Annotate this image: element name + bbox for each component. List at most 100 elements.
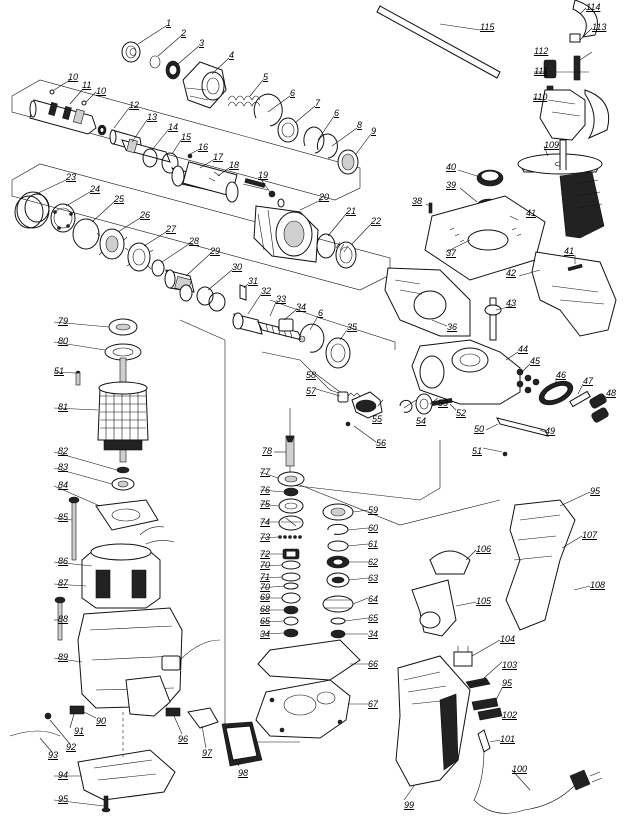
part-label: 97 xyxy=(202,748,213,758)
part-label: 95 xyxy=(590,486,601,496)
part-label: 38 xyxy=(412,196,423,206)
part-label: 45 xyxy=(530,356,541,366)
part-label: 101 xyxy=(500,734,516,744)
part-label: 107 xyxy=(582,530,598,540)
part-label: 99 xyxy=(404,800,415,810)
part-label: 10 xyxy=(96,86,107,96)
part-label: 91 xyxy=(74,726,85,736)
part-label: 59 xyxy=(368,505,379,515)
part-label: 96 xyxy=(178,734,189,744)
part-label: 35 xyxy=(347,322,358,332)
part-label: 61 xyxy=(368,539,379,549)
part-label: 29 xyxy=(210,246,221,256)
gear-housing-parts xyxy=(384,169,617,457)
part-label: 52 xyxy=(456,408,467,418)
part-label: 69 xyxy=(260,592,271,602)
part-label: 41 xyxy=(564,246,575,256)
part-label: 89 xyxy=(58,652,69,662)
part-label: 6 xyxy=(318,308,324,318)
part-label: 39 xyxy=(446,180,457,190)
part-label: 48 xyxy=(606,388,617,398)
part-label: 77 xyxy=(260,467,271,477)
part-label: 108 xyxy=(590,580,606,590)
part-label: 67 xyxy=(368,699,379,709)
part-label: 17 xyxy=(213,152,224,162)
part-label: 86 xyxy=(58,556,69,566)
part-label: 64 xyxy=(368,594,379,604)
part-label: 13 xyxy=(147,112,158,122)
part-label: 79 xyxy=(58,316,69,326)
part-label: 47 xyxy=(583,376,594,386)
part-label: 60 xyxy=(368,523,379,533)
part-label: 65 xyxy=(260,616,271,626)
row-3-parts xyxy=(14,191,351,369)
part-label: 6 xyxy=(290,88,296,98)
part-label: 21 xyxy=(346,206,357,216)
part-label: 58 xyxy=(306,370,317,380)
part-label: 90 xyxy=(96,716,107,726)
part-label: 57 xyxy=(306,386,317,396)
part-label: 93 xyxy=(48,750,59,760)
part-label: 18 xyxy=(229,160,240,170)
part-label: 115 xyxy=(480,22,495,32)
part-label: 105 xyxy=(476,596,492,606)
part-label: 46 xyxy=(556,370,567,380)
part-label: 109 xyxy=(544,140,560,150)
part-label: 54 xyxy=(416,416,427,426)
part-label: 68 xyxy=(260,604,271,614)
part-label: 50 xyxy=(474,424,485,434)
part-label: 36 xyxy=(447,322,458,332)
part-label: 26 xyxy=(140,210,151,220)
part-label: 1 xyxy=(166,18,172,28)
part-label: 28 xyxy=(189,236,200,246)
part-label: 24 xyxy=(90,184,101,194)
part-label: 51 xyxy=(54,366,65,376)
gear-stack-parts xyxy=(277,435,354,639)
gear-cover-parts xyxy=(255,639,361,739)
part-label: 33 xyxy=(276,294,287,304)
part-label: 32 xyxy=(261,286,272,296)
part-label: 27 xyxy=(166,224,177,234)
part-label: 82 xyxy=(58,446,69,456)
part-label: 92 xyxy=(66,742,77,752)
part-label: 37 xyxy=(446,248,457,258)
part-label: 80 xyxy=(58,336,69,346)
part-label: 98 xyxy=(238,768,249,778)
part-label: 62 xyxy=(368,557,379,567)
part-label: 78 xyxy=(262,446,273,456)
part-label: 63 xyxy=(368,573,379,583)
part-label: 87 xyxy=(58,578,69,588)
part-label: 95 xyxy=(502,678,513,688)
part-label: 76 xyxy=(260,485,271,495)
part-label: 74 xyxy=(260,517,271,527)
part-label: 34 xyxy=(296,302,307,312)
part-label: 110 xyxy=(533,92,548,102)
switch-parts xyxy=(337,391,453,427)
part-label: 71 xyxy=(260,572,271,582)
part-label: 83 xyxy=(58,462,69,472)
part-label: 11 xyxy=(82,80,92,90)
part-label: 31 xyxy=(248,276,259,286)
part-label: 111 xyxy=(534,66,548,76)
part-label: 70 xyxy=(260,582,271,592)
part-label: 85 xyxy=(58,512,69,522)
part-label: 16 xyxy=(198,142,209,152)
part-label: 6 xyxy=(334,108,340,118)
part-label: 104 xyxy=(500,634,516,644)
part-label: 5 xyxy=(263,72,269,82)
part-label: 55 xyxy=(372,414,383,424)
part-label: 56 xyxy=(376,438,387,448)
part-label: 15 xyxy=(181,132,192,142)
part-label: 102 xyxy=(502,710,518,720)
part-label: 3 xyxy=(199,38,205,48)
part-label: 23 xyxy=(66,172,77,182)
part-label: 22 xyxy=(371,216,382,226)
side-handle-parts xyxy=(376,0,610,239)
part-label: 40 xyxy=(446,162,457,172)
part-label: 113 xyxy=(592,22,607,32)
part-label: 4 xyxy=(229,50,235,60)
part-label: 70 xyxy=(260,560,271,570)
